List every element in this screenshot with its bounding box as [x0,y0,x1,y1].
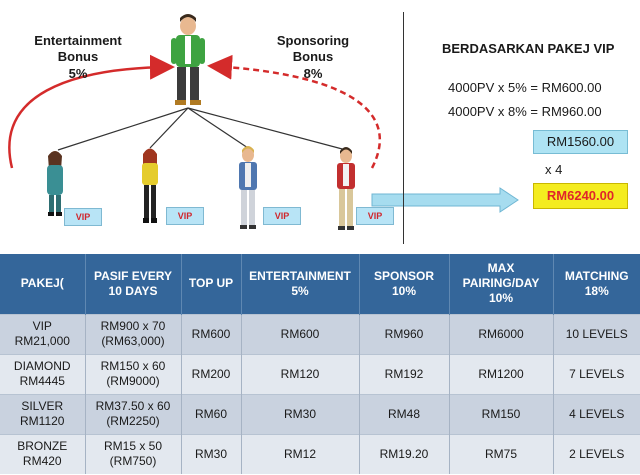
cell-pairing: RM6000 [448,313,553,354]
header-matching: MATCHING 18% [552,254,640,314]
cell-matching: 10 LEVELS [552,313,640,354]
table-row: VIP RM21,000 RM900 x 70 (RM63,000) RM600… [0,313,640,354]
cell-entertainment: RM30 [240,393,359,434]
header-topup: TOP UP [180,254,241,314]
cell-topup: RM60 [180,393,241,434]
connector-lines [57,107,347,151]
entertainment-bonus-pct: 5% [68,66,88,81]
cell-matching: 2 LEVELS [552,433,640,474]
calc-title: BERDASARKAN PAKEJ VIP [442,41,615,56]
entertainment-arrow [8,54,175,169]
table-row: DIAMOND RM4445 RM150 x 60 (RM9000) RM200… [0,353,640,394]
member-figure-4 [337,147,355,230]
cell-sponsor: RM48 [358,393,449,434]
cell-entertainment: RM12 [240,433,359,474]
cell-sponsor: RM19.20 [358,433,449,474]
header-entertainment: ENTERTAINMENT 5% [240,254,359,314]
section-divider [403,12,404,244]
cell-topup: RM200 [180,353,241,394]
subtotal-box: RM1560.00 [533,130,628,154]
vip-badge-4: VIP [356,207,394,225]
calc-line-entertainment: 4000PV x 5% = RM600.00 [448,80,602,95]
header-pairing: MAX PAIRING/DAY 10% [448,254,553,314]
cell-sponsor: RM192 [358,353,449,394]
pointer-arrow [371,187,519,213]
cell-topup: RM600 [180,313,241,354]
header-pasif: PASIF EVERY 10 DAYS [84,254,181,314]
vip-badge-2: VIP [166,207,204,225]
entertainment-bonus-title: Entertainment Bonus [34,33,122,64]
diagram-graphics [8,14,519,230]
member-figure-3 [239,146,257,229]
table-row: BRONZE RM420 RM15 x 50 (RM750) RM30 RM12… [0,433,640,474]
table-header-row: PAKEJ( PASIF EVERY 10 DAYS TOP UP ENTERT… [0,254,640,314]
package-table: PAKEJ( PASIF EVERY 10 DAYS TOP UP ENTERT… [0,254,640,474]
multiplier-label: x 4 [545,162,563,177]
cell-matching: 4 LEVELS [552,393,640,434]
sponsoring-bonus-title: Sponsoring Bonus [276,33,350,64]
table-row: SILVER RM1120 RM37.50 x 60 (RM2250) RM60… [0,393,640,434]
calc-line-sponsoring: 4000PV x 8% = RM960.00 [448,104,602,119]
header-pakej: PAKEJ( [0,254,85,314]
member-figure-1 [47,151,63,216]
cell-pairing: RM75 [448,433,553,474]
cell-pasif: RM15 x 50 (RM750) [84,433,181,474]
cell-pairing: RM150 [448,393,553,434]
sponsoring-arrow [207,54,382,169]
cell-pakej: DIAMOND RM4445 [0,353,85,394]
cell-entertainment: RM120 [240,353,359,394]
vip-badge-3: VIP [263,207,301,225]
header-sponsor: SPONSOR 10% [358,254,449,314]
final-total-box: RM6240.00 [533,183,628,209]
cell-pasif: RM37.50 x 60 (RM2250) [84,393,181,434]
compensation-diagram: Entertainment Bonus 5% Sponsoring Bonus … [8,12,628,244]
sponsor-figure [171,14,205,105]
cell-pasif: RM900 x 70 (RM63,000) [84,313,181,354]
cell-sponsor: RM960 [358,313,449,354]
cell-topup: RM30 [180,433,241,474]
member-figure-2 [142,148,158,223]
cell-entertainment: RM600 [240,313,359,354]
cell-pasif: RM150 x 60 (RM9000) [84,353,181,394]
cell-pakej: SILVER RM1120 [0,393,85,434]
cell-pairing: RM1200 [448,353,553,394]
cell-pakej: VIP RM21,000 [0,313,85,354]
vip-badge-1: VIP [64,208,102,226]
cell-matching: 7 LEVELS [552,353,640,394]
sponsoring-bonus-pct: 8% [303,66,323,81]
cell-pakej: BRONZE RM420 [0,433,85,474]
